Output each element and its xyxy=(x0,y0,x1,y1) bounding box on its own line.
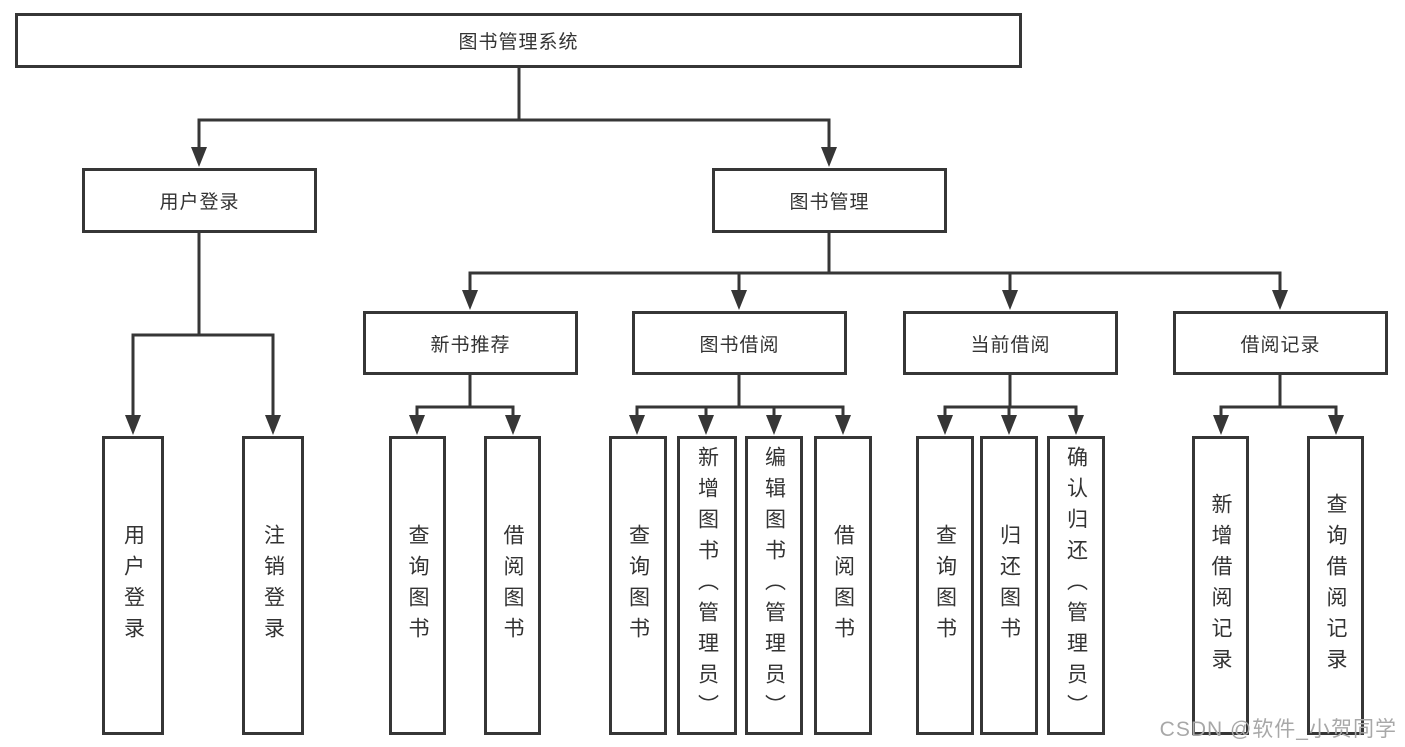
node-borrow-record: 借阅记录 xyxy=(1173,311,1388,375)
node-label: 图书借阅 xyxy=(699,334,780,356)
node-label: 注销登录 xyxy=(261,523,285,648)
leaf-confirm-return-admin: 确认归还（管理员） xyxy=(1047,436,1105,735)
node-label: 新增图书（管理员） xyxy=(695,446,719,725)
node-label: 查询图书 xyxy=(406,523,429,648)
leaf-edit-book-admin: 编辑图书（管理员） xyxy=(745,436,803,735)
leaf-user-login: 用户登录 xyxy=(102,436,164,735)
node-label: 借阅图书 xyxy=(501,523,524,648)
node-label: 借阅记录 xyxy=(1240,334,1321,356)
node-current-borrow: 当前借阅 xyxy=(903,311,1118,375)
node-label: 查询借阅记录 xyxy=(1324,492,1347,679)
leaf-query-borrow-record: 查询借阅记录 xyxy=(1307,436,1364,735)
csdn-watermark: CSDN @软件_小贺同学 xyxy=(1159,718,1397,741)
leaf-add-borrow-record: 新增借阅记录 xyxy=(1192,436,1249,735)
node-label: 确认归还（管理员） xyxy=(1064,446,1088,725)
node-label: 查询图书 xyxy=(933,523,957,648)
leaf-borrow-book-recommend: 借阅图书 xyxy=(484,436,541,735)
node-label: 借阅图书 xyxy=(831,523,855,648)
node-user-login: 用户登录 xyxy=(82,168,317,233)
leaf-borrow-book: 借阅图书 xyxy=(814,436,872,735)
leaf-logout-login: 注销登录 xyxy=(242,436,304,735)
node-label: 当前借阅 xyxy=(970,334,1051,356)
leaf-query-book-current: 查询图书 xyxy=(916,436,974,735)
node-new-book-recommend: 新书推荐 xyxy=(363,311,578,375)
node-library-management-system: 图书管理系统 xyxy=(15,13,1022,68)
node-label: 用户登录 xyxy=(121,523,145,648)
leaf-query-book-borrow: 查询图书 xyxy=(609,436,667,735)
node-label: 图书管理系统 xyxy=(458,32,579,53)
node-label: 新增借阅记录 xyxy=(1209,492,1232,679)
node-label: 归还图书 xyxy=(997,523,1021,648)
node-label: 新书推荐 xyxy=(430,334,511,356)
node-label: 编辑图书（管理员） xyxy=(762,446,786,725)
node-book-borrow: 图书借阅 xyxy=(632,311,847,375)
node-label: 用户登录 xyxy=(159,192,240,213)
node-book-management: 图书管理 xyxy=(712,168,947,233)
leaf-return-book: 归还图书 xyxy=(980,436,1038,735)
node-label: 查询图书 xyxy=(626,523,650,648)
leaf-add-book-admin: 新增图书（管理员） xyxy=(677,436,737,735)
node-label: 图书管理 xyxy=(789,192,870,213)
leaf-query-book-recommend: 查询图书 xyxy=(389,436,446,735)
